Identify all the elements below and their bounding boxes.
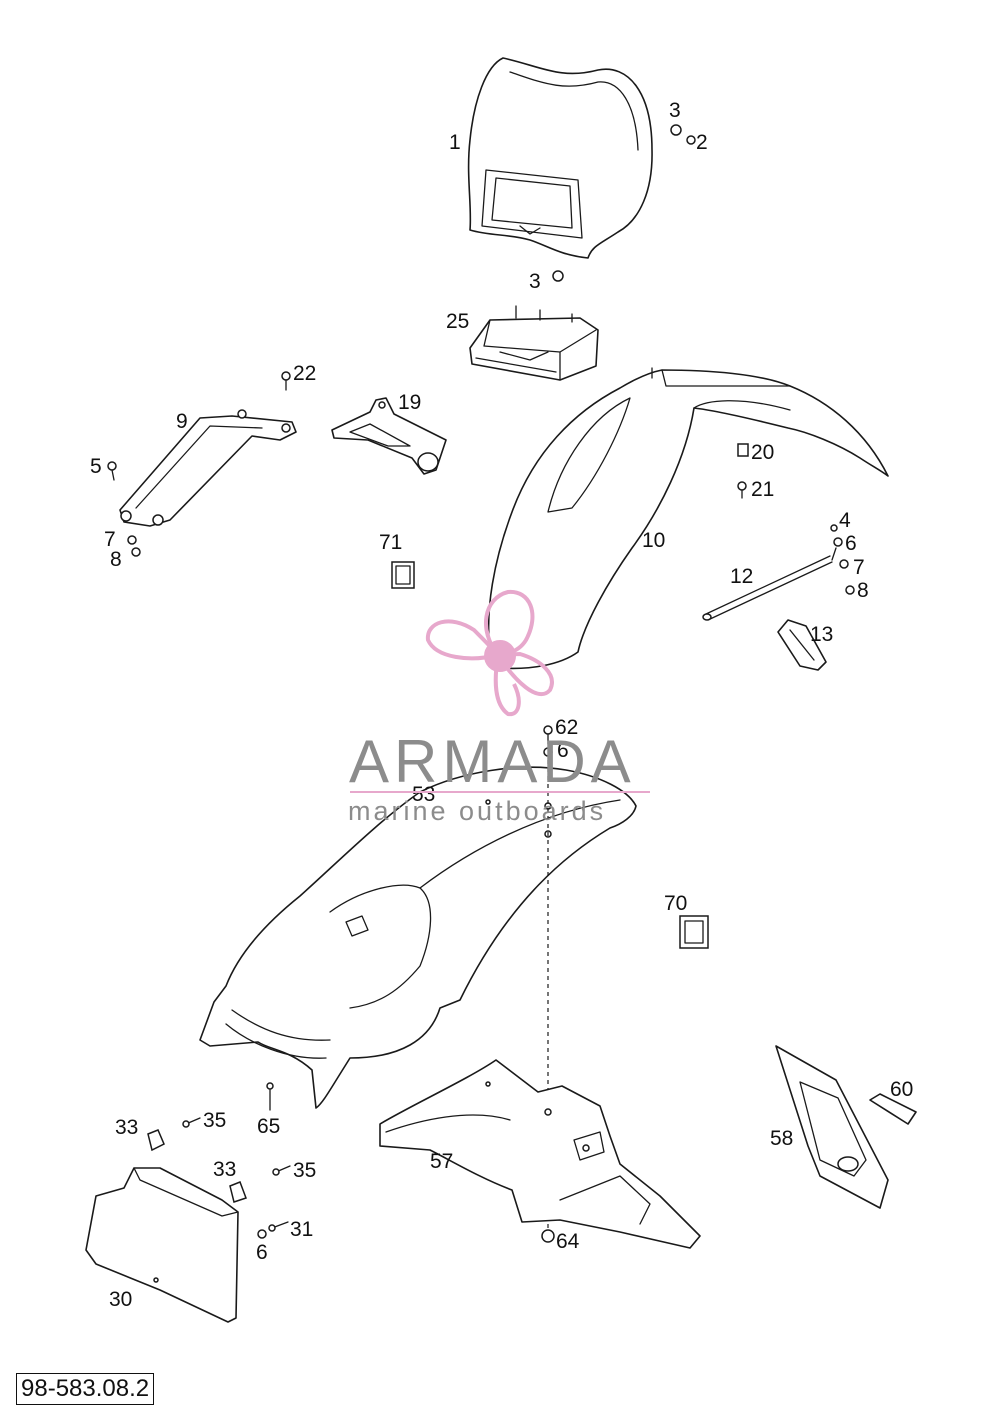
callout-label: 6 xyxy=(557,739,569,762)
callout-label: 13 xyxy=(810,623,833,646)
cable-guide xyxy=(702,547,837,621)
headlight-mask xyxy=(467,57,653,259)
callout-label: 53 xyxy=(412,783,435,806)
callout-label: 33 xyxy=(213,1158,236,1181)
callout-label: 60 xyxy=(890,1078,913,1101)
electrical-box xyxy=(469,305,599,381)
reflector-front xyxy=(391,561,415,589)
callout-label: 35 xyxy=(293,1159,316,1182)
callout-label: 9 xyxy=(176,410,188,433)
license-plate-holder xyxy=(85,1167,239,1323)
callout-label: 25 xyxy=(446,310,469,333)
callout-label: 58 xyxy=(770,1127,793,1150)
mask-bracket xyxy=(119,409,297,527)
callout-label: 6 xyxy=(256,1241,268,1264)
callout-label: 2 xyxy=(696,131,708,154)
callout-label: 30 xyxy=(109,1288,132,1311)
callout-label: 71 xyxy=(379,531,402,554)
callout-labels: 1 2 3 3 4 5 6 6 6 7 7 8 8 9 10 12 13 19 … xyxy=(90,99,913,1311)
callout-label: 8 xyxy=(857,579,869,602)
callout-label: 8 xyxy=(110,548,122,571)
callout-label: 31 xyxy=(290,1218,313,1241)
watermark-tagline: marine outboards xyxy=(348,796,606,826)
rear-fender xyxy=(199,766,637,1109)
callout-label: 1 xyxy=(449,131,461,154)
callout-label: 7 xyxy=(853,556,865,579)
callout-label: 3 xyxy=(669,99,681,122)
callout-label: 7 xyxy=(104,528,116,551)
callout-label: 64 xyxy=(556,1230,580,1253)
callout-label: 19 xyxy=(398,391,421,414)
callout-label: 5 xyxy=(90,455,102,478)
reflector-rear xyxy=(679,915,709,949)
propeller-logo-icon xyxy=(425,589,554,717)
guide-clip xyxy=(777,619,827,671)
diagram-reference-number: 98-583.08.2 xyxy=(16,1373,155,1405)
callout-label: 65 xyxy=(257,1115,280,1138)
rear-fender-lower xyxy=(379,1059,701,1249)
front-fender xyxy=(487,367,889,670)
callout-label: 62 xyxy=(555,716,578,739)
callout-label: 20 xyxy=(751,441,774,464)
side-cover xyxy=(775,1045,889,1209)
callout-label: 33 xyxy=(115,1116,138,1139)
mount-plate xyxy=(331,397,447,475)
callout-label: 10 xyxy=(642,529,665,552)
callout-label: 70 xyxy=(664,892,687,915)
callout-label: 35 xyxy=(203,1109,226,1132)
watermark: ARMADA marine outboards xyxy=(348,589,650,826)
callout-label: 21 xyxy=(751,478,774,501)
callout-label: 4 xyxy=(839,509,851,532)
watermark-brand: ARMADA xyxy=(349,728,636,795)
callout-label: 12 xyxy=(730,565,753,588)
callout-label: 3 xyxy=(529,270,541,293)
callout-label: 22 xyxy=(293,362,316,385)
callout-label: 57 xyxy=(430,1150,453,1173)
gasket xyxy=(869,1093,917,1125)
callout-label: 6 xyxy=(845,532,857,555)
fasteners xyxy=(107,124,855,1243)
